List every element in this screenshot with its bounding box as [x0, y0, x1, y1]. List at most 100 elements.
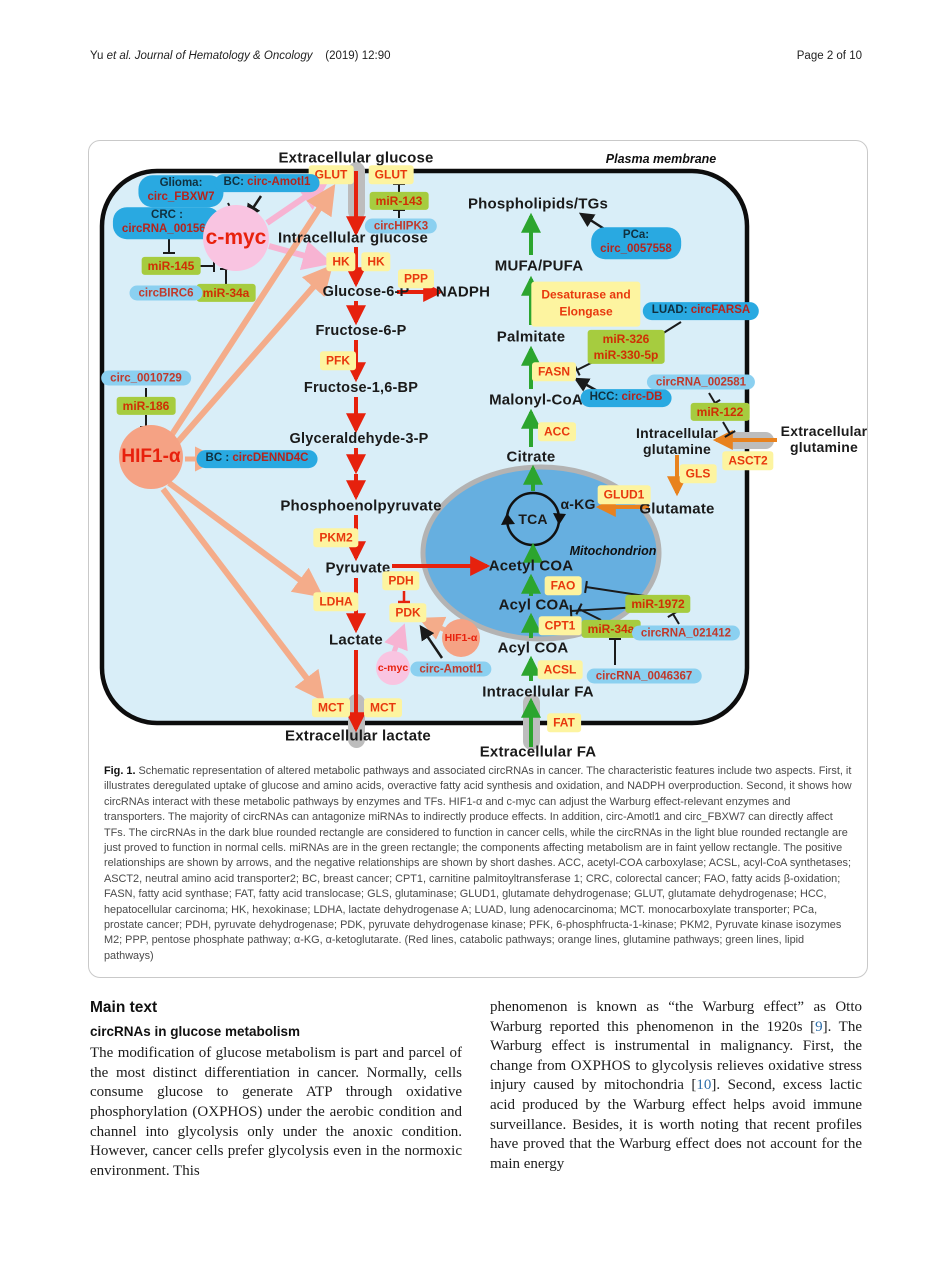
mirna-mir-1972: miR-1972 — [625, 594, 691, 614]
label-fructose-6-p: Fructose-6-P — [315, 323, 407, 339]
edge-hif1a-activates-glut — [168, 183, 336, 438]
label-tca: TCA — [518, 511, 548, 527]
circ-dark-pca-circ-0057558: PCa:circ_0057558 — [591, 227, 681, 259]
circ-light-circ-amotl1: circ-Amotl1 — [410, 661, 492, 677]
tf-hif1a-small: HIF1-α — [442, 619, 480, 657]
circ-light-circbirc6: circBIRC6 — [129, 285, 203, 301]
edge-pdh-inhibits-pdk — [398, 591, 410, 604]
circ-dark-luad-circfarsa: LUAD: circFARSA — [642, 302, 760, 320]
label-phospholipids-tgs: Phospholipids/TGs — [467, 195, 609, 213]
enzyme-ppp: PPP — [397, 269, 435, 289]
glucose-metabolism-subheading: circRNAs in glucose metabolism — [90, 1023, 301, 1039]
edge-cmyc-activates-pdk — [384, 623, 408, 653]
label-malonyl-coa: Malonyl-CoA — [489, 391, 583, 409]
circ-dark-hcc-circ-db: HCC: circ-DB — [580, 389, 672, 407]
label-intracellular-fa: Intracellular FA — [482, 683, 594, 701]
enzyme-ldha: LDHA — [313, 592, 359, 612]
page-header: Yu et al. Journal of Hematology & Oncolo… — [90, 50, 862, 62]
reference-link[interactable]: 10 — [696, 1077, 712, 1094]
enzyme-mct-left: MCT — [312, 698, 350, 718]
paragraph-text: ]. The Warburg effect is instrumental in… — [490, 1018, 863, 1094]
edge-hif1a-activates-hk — [173, 264, 333, 446]
label-plasma-membrane: Plasma membrane — [605, 152, 717, 166]
enzyme-hk-left: HK — [326, 252, 356, 272]
circ-dark-glioma-circ-fbxw7: Glioma:circ_FBXW7 — [138, 175, 224, 207]
label-extracellular-fa: Extracellular FA — [479, 743, 597, 761]
tca-arrowhead-left — [501, 513, 515, 525]
circ-light-circrna-021412: circRNA_021412 — [631, 625, 741, 641]
label-acyl-coa-inner: Acyl COA — [498, 596, 570, 614]
figure-caption: Fig. 1. Schematic representation of alte… — [104, 764, 852, 964]
enzyme-mct-right: MCT — [364, 698, 402, 718]
circ-light-circrna-002581: circRNA_002581 — [646, 374, 756, 390]
enzyme-fasn: FASN — [531, 362, 577, 382]
label-acetyl-coa: Acetyl COA — [488, 557, 574, 575]
label-acyl-coa-outer: Acyl COA — [497, 639, 569, 657]
edge-circrna-0046367-inhibits-mir34a — [609, 638, 621, 665]
tf-c-myc-small: c-myc — [376, 651, 410, 685]
header-citation: (2019) 12:90 — [312, 50, 391, 62]
label-pyruvate: Pyruvate — [325, 559, 391, 577]
label-mufa-pufa: MUFA/PUFA — [494, 257, 584, 275]
mirna-mir-186: miR-186 — [116, 396, 176, 416]
label-phosphoenolpyruvate: Phosphoenolpyruvate — [280, 497, 442, 515]
label-extracellular-lactate: Extracellular lactate — [285, 727, 431, 745]
label-palmitate: Palmitate — [496, 328, 566, 346]
label-glutamate: Glutamate — [639, 500, 715, 518]
enzyme-pdk: PDK — [389, 603, 427, 623]
enzyme-glut-left: GLUT — [308, 165, 354, 185]
label-citrate: Citrate — [506, 448, 556, 466]
label-mitochondrion: Mitochondrion — [569, 544, 657, 558]
paragraph-right: phenomenon is known as “the Warburg effe… — [490, 998, 862, 1174]
circ-dark-bc-circdennd4c: BC : circDENND4C — [196, 450, 318, 468]
mirna-mir-34a-lower: miR-34a — [581, 619, 641, 639]
edge-mir34a-inhibits-acyl — [575, 603, 602, 621]
text-column-left: Main text circRNAs in glucose metabolism… — [90, 998, 462, 1181]
circ-light-circ-0010729: circ_0010729 — [101, 370, 191, 386]
circ-light-circhipk3: circHIPK3 — [364, 218, 438, 234]
enzyme-fat: FAT — [547, 713, 581, 733]
label-glucose-6-p: Glucose-6-P — [322, 284, 410, 300]
tf-hif1a-main: HIF1-α — [119, 425, 183, 489]
enzyme-asct2: ASCT2 — [722, 451, 774, 471]
figure-caption-label: Fig. 1. — [104, 765, 136, 777]
tf-c-myc-main: c-myc — [203, 205, 269, 271]
text-column-right: phenomenon is known as “the Warburg effe… — [490, 998, 862, 1174]
label-extracellular-glucose: Extracellular glucose — [278, 149, 434, 167]
enzyme-acc: ACC — [538, 422, 576, 442]
edge-cmyc-activates-hk — [268, 241, 333, 271]
tca-arrowhead-right — [553, 513, 566, 525]
enzyme-hk-right: HK — [361, 252, 391, 272]
edge-mir122-inhibits-glutamine-uptake — [722, 421, 736, 438]
paragraph-left: The modification of glucose metabolism i… — [90, 1045, 462, 1179]
edge-mir1972-inhibits-fao — [584, 580, 646, 597]
figure-caption-text: Schematic representation of altered meta… — [104, 765, 852, 962]
label-nadph: NADPH — [435, 283, 491, 301]
label-lactate: Lactate — [329, 631, 383, 649]
circ-dark-bc-circ-amotl1: BC: circ-Amotl1 — [214, 174, 320, 192]
mirna-mir-122: miR-122 — [690, 402, 750, 422]
label-glyceraldehyde-3-p: Glyceraldehyde-3-P — [289, 431, 429, 447]
enzyme-pkm2: PKM2 — [313, 528, 359, 548]
reference-link[interactable]: 9 — [815, 1018, 823, 1035]
enzyme-acsl: ACSL — [537, 660, 583, 680]
enzyme-cpt1: CPT1 — [538, 616, 582, 636]
paragraph-text: ]. Second, excess lactic acid produced b… — [490, 1077, 862, 1172]
enzyme-gls: GLS — [679, 464, 717, 484]
edge-circhipk3-inhibits-mir143 — [393, 209, 405, 218]
header-journal: et al. Journal of Hematology & Oncology — [106, 50, 313, 62]
enzyme-fao: FAO — [544, 576, 582, 596]
mirna-mir-145: miR-145 — [141, 256, 201, 276]
enzyme-pfk: PFK — [320, 351, 356, 371]
mirna-mir-34a-upper: miR-34a — [196, 283, 256, 303]
main-text-heading: Main text — [90, 999, 158, 1016]
enzyme-glud1: GLUD1 — [597, 485, 651, 505]
edge-hif1a-activates-ldha — [167, 480, 324, 598]
mirna-mir-143: miR-143 — [369, 191, 429, 211]
enzyme-glut-right: GLUT — [368, 165, 414, 185]
paragraph-text: phenomenon is known as “the Warburg effe… — [490, 999, 862, 1035]
